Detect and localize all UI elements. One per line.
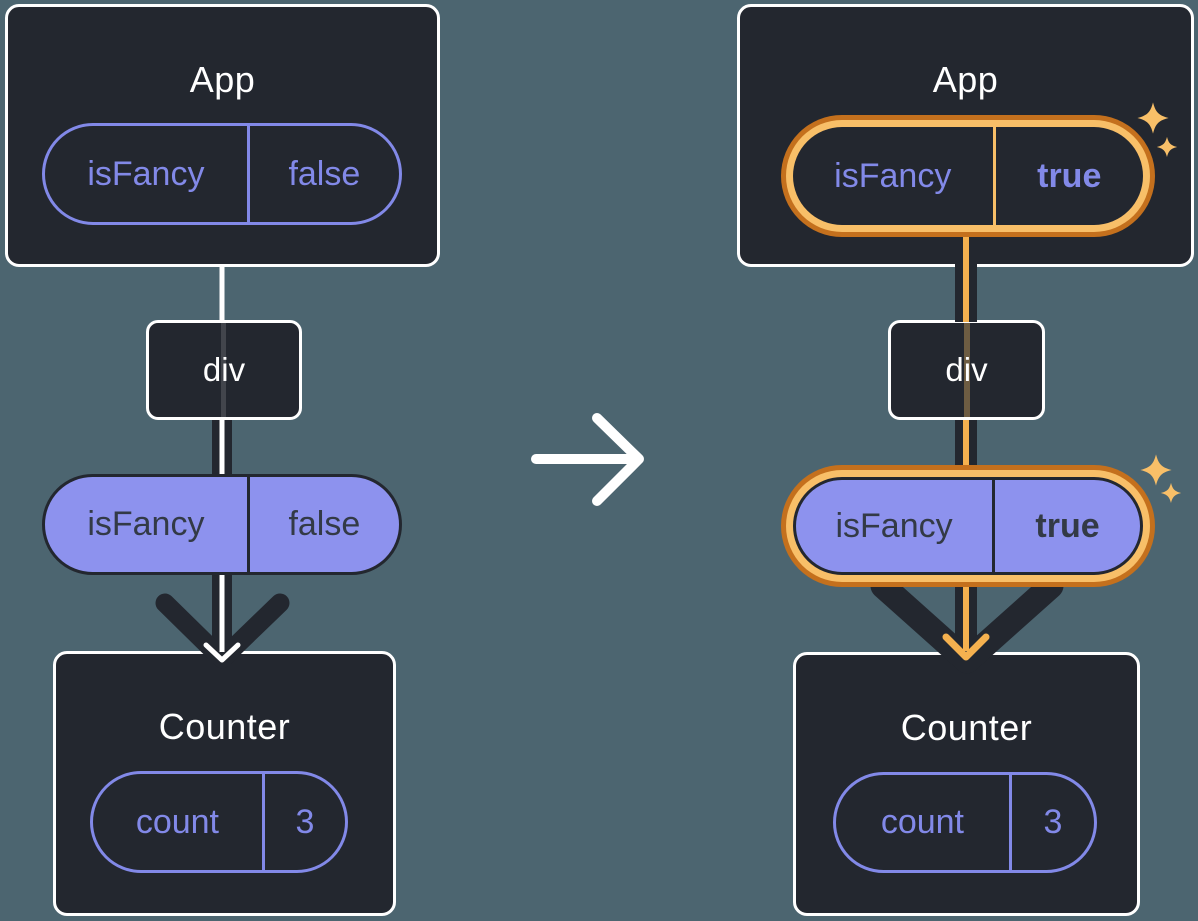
before-app-state-pill: isFancy false	[42, 123, 402, 225]
after-div-box: div	[888, 320, 1045, 420]
before-app-state-name: isFancy	[87, 154, 205, 193]
before-passed-prop-pill: isFancy false	[42, 474, 402, 575]
before-app-title: App	[189, 59, 256, 100]
after-counter-state-name: count	[880, 803, 965, 841]
before-counter-title: Counter	[158, 706, 291, 747]
after-counter-state-pill: count 3	[833, 772, 1097, 873]
after-dark-arrowhead	[870, 573, 1064, 674]
sparkle-icon	[1160, 482, 1182, 504]
before-passed-prop-value: false	[246, 477, 399, 572]
before-counter-state-pill: count 3	[90, 771, 348, 873]
before-div-box: div	[146, 320, 302, 420]
after-app-state-name: isFancy	[834, 156, 952, 195]
after-app-state-highlight-ring-inner: isFancy true	[786, 120, 1150, 232]
before-counter-state-value: 3	[261, 774, 345, 870]
after-app-title: App	[932, 59, 999, 100]
before-app-state-value: false	[246, 126, 399, 222]
after-counter-state-value: 3	[1008, 775, 1094, 870]
before-div-label: div	[202, 351, 246, 388]
after-div-label: div	[945, 351, 988, 388]
before-passed-prop-name: isFancy	[87, 505, 205, 543]
sparkle-icon	[1140, 454, 1172, 486]
after-tree-edge-through-div	[963, 323, 970, 417]
transform-arrow-icon	[531, 413, 644, 506]
after-passed-prop-highlight-ring-inner: isFancy true	[786, 470, 1150, 582]
after-counter-title: Counter	[900, 707, 1033, 748]
after-app-state-highlight-ring: isFancy true	[781, 115, 1155, 237]
after-passed-prop-name: isFancy	[835, 506, 953, 545]
after-passed-prop-value: true	[992, 480, 1140, 572]
after-app-state-value: true	[992, 127, 1144, 225]
after-app-state-pill: isFancy true	[793, 127, 1143, 225]
before-counter-state-name: count	[135, 802, 219, 841]
after-passed-prop-pill: isFancy true	[793, 477, 1143, 575]
before-tree-edge-through-div	[221, 323, 226, 417]
after-passed-prop-highlight-ring: isFancy true	[781, 465, 1155, 587]
